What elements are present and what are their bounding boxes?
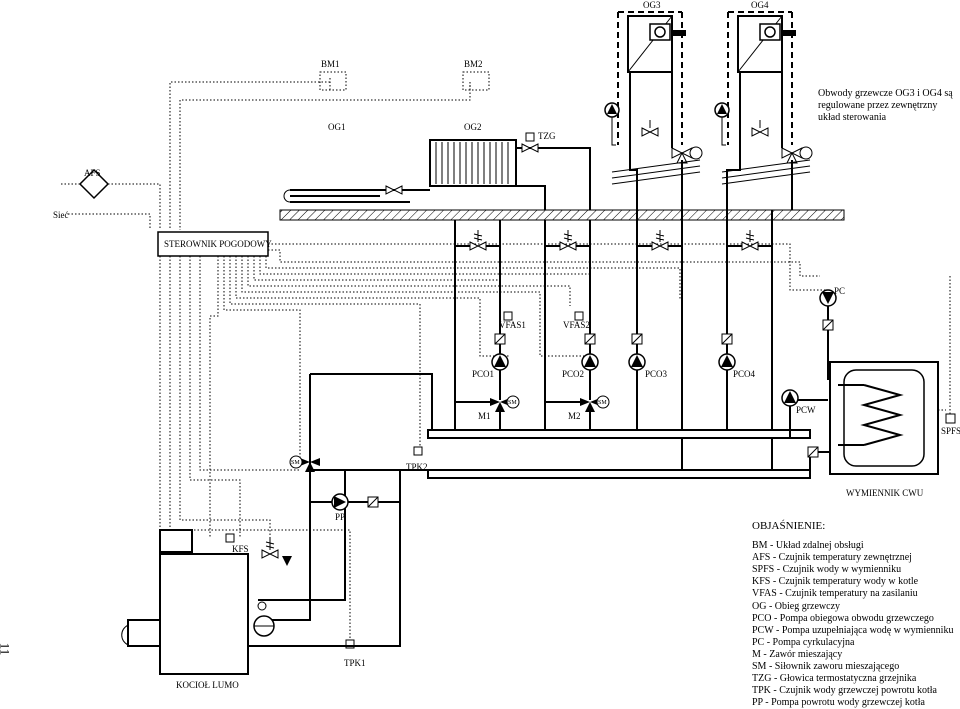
og4-valve-icon (751, 127, 769, 137)
boiler-lumo (121, 529, 275, 675)
legend-item: KFS - Czujnik temperatury wody w kotle (752, 576, 919, 588)
siec-label: Sieć (53, 210, 69, 220)
pump-pc (819, 289, 837, 307)
pco2-label: PCO2 (562, 369, 584, 379)
og4-dashed-frame (727, 11, 793, 145)
cwu-exchanger (829, 361, 939, 475)
tzg-valve-icon (521, 143, 539, 153)
mixing-valve-m2 (580, 395, 610, 412)
bm-boxes (319, 71, 490, 91)
legend-item: PCO - Pompa obiegowa obwodu grzewczego (752, 612, 934, 624)
m2-label: M2 (568, 411, 581, 421)
og3-valve-icon (641, 127, 659, 137)
bm2-label: BM2 (464, 59, 483, 69)
wymiennik-label: WYMIENNIK CWU (846, 488, 924, 498)
legend-item: PP - Pompa powrotu wody grzewczej kotła (752, 697, 925, 709)
mixing-valve-m1 (490, 395, 520, 412)
pco1-label: PCO1 (472, 369, 494, 379)
m1-label: M1 (478, 411, 491, 421)
tzg-label: TZG (538, 131, 556, 141)
pump-pco4 (718, 353, 736, 371)
legend-item: PC - Pompa cyrkulacyjna (752, 636, 855, 648)
og1-label: OG1 (328, 122, 346, 132)
spfs-label: SPFS (941, 426, 960, 436)
bm1-label: BM1 (321, 59, 340, 69)
spfs-sensor (945, 413, 956, 424)
check-valves (494, 333, 733, 345)
legend-item: OG - Obieg grzewczy (752, 600, 841, 612)
og4-label: OG4 (751, 0, 769, 10)
pcw-label: PCW (796, 405, 816, 415)
weather-controller-box (157, 231, 269, 257)
legend: OBJAŚNIENIE: BM - Układ zdalnej obsługi … (752, 520, 957, 709)
pump-pco3 (628, 353, 646, 371)
pp-label: PP (335, 512, 345, 522)
og4-heater-unit (737, 15, 796, 73)
og3-label: OG3 (643, 0, 661, 10)
tpk1-label: TPK1 (344, 658, 366, 668)
legend-item: SPFS - Czujnik wody w wymienniku (752, 564, 902, 576)
kfs-label: KFS (232, 544, 249, 554)
pump-pp (331, 493, 349, 511)
tpk2-sensor (413, 446, 423, 456)
vfas2-sensor (574, 311, 584, 321)
legend-item: BM - Układ zdalnej obsługi (752, 540, 864, 552)
legend-item: TZG - Głowica termostatyczna grzejnika (752, 673, 917, 685)
legend-item: TPK - Czujnik wody grzewczej powrotu kot… (752, 685, 937, 697)
vfas1-sensor (503, 311, 513, 321)
pco4-label: PCO4 (733, 369, 756, 379)
tpk2-label: TPK2 (406, 462, 428, 472)
floor-coil-og1 (290, 189, 380, 203)
boiler-safety-valve-icon (261, 538, 292, 566)
m1-actuator-label: SM (508, 400, 517, 406)
sterownik-label: STEROWNIK POGODOWY (164, 239, 272, 249)
og1-valve-icon (385, 185, 403, 195)
pc-label: PC (834, 286, 845, 296)
return-manifold (427, 469, 811, 479)
pump-pco1 (491, 353, 509, 371)
legend-title: OBJAŚNIENIE: (752, 520, 826, 532)
legend-item: VFAS - Czujnik temperatury na zasilaniu (752, 588, 918, 600)
radiator-og2 (429, 139, 517, 187)
vfas2-label: VFAS2 (563, 320, 590, 330)
kfs-sensor (225, 533, 235, 543)
kociol-label: KOCIOŁ LUMO (176, 680, 239, 690)
supply-manifold (427, 429, 811, 439)
page-side-number: 11 (0, 642, 13, 656)
og3-heater-unit (627, 15, 686, 73)
legend-item: AFS - Czujnik temperatury zewnętrznej (752, 552, 912, 564)
pump-pcw (781, 389, 799, 407)
boiler-mixing-valve (300, 458, 320, 472)
og3-dashed-frame (617, 11, 683, 145)
legend-item: M - Zawór mieszający (752, 648, 843, 660)
legend-item: SM - Siłownik zaworu mieszającego (752, 661, 900, 673)
afs-sensor-icon (78, 168, 110, 200)
tpk1-sensor (345, 639, 355, 649)
og2-label: OG2 (464, 122, 482, 132)
vfas1-label: VFAS1 (499, 320, 526, 330)
pco3-label: PCO3 (645, 369, 668, 379)
m2-actuator-label: SM (598, 400, 607, 406)
pump-pco2 (581, 353, 599, 371)
external-control-note: Obwody grzewcze OG3 i OG4 są regulowane … (818, 88, 953, 123)
boiler-actuator-label: SM (291, 460, 300, 466)
floor-slab (279, 209, 845, 221)
legend-item: PCW - Pompa uzupełniająca wodę w wymienn… (752, 624, 954, 636)
safety-valves-row (469, 230, 759, 251)
afs-label: AFS (84, 168, 101, 178)
